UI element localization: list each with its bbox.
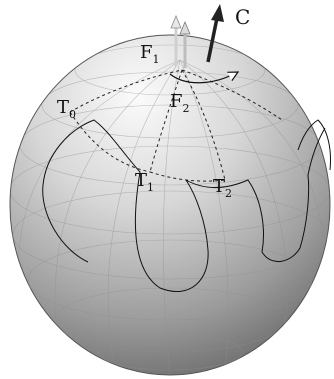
trajectory-curve [42,119,326,293]
label-T2: T2 [213,176,232,200]
trajectory-right-loop [297,119,331,171]
path-F-T2 [181,69,226,181]
path-T0-T1 [69,111,151,173]
label-C: C [235,5,250,29]
force-arrows [170,14,191,68]
label-T0: T0 [57,97,76,121]
c-arrow [206,4,224,63]
sphere [9,34,331,376]
dashed-paths [69,69,283,182]
path-F-T1 [149,69,183,173]
path-T1-T2 [149,171,226,182]
label-F2: F2 [170,91,190,115]
path-T0-F [69,69,183,113]
label-T1: T1 [135,170,154,194]
rotation-arrow [169,72,238,84]
label-F1: F1 [140,42,160,66]
path-F-right [181,69,283,121]
